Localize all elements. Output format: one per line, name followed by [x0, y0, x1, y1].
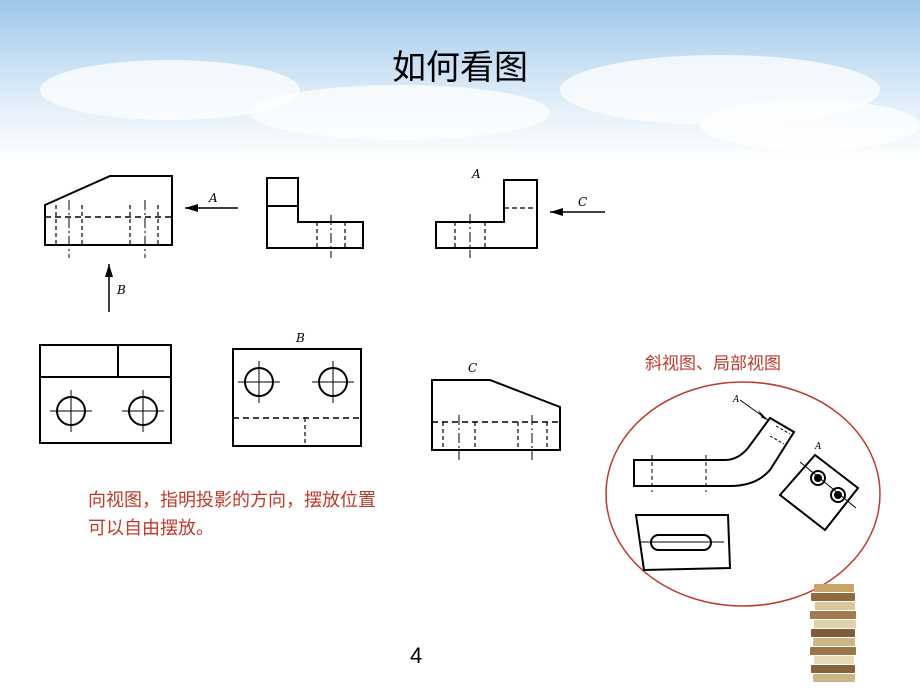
label-a-oblique-view: A [814, 442, 822, 452]
direction-view-note-line1: 向视图，指明投影的方向，摆放位置 [88, 490, 376, 511]
oblique-local-view-note: 斜视图、局部视图 [645, 354, 781, 374]
oblique-view-sketch [633, 399, 860, 572]
label-b-arrow: B [116, 283, 126, 297]
page-number: 4 [410, 643, 423, 668]
right-view [435, 179, 605, 258]
top-view [39, 344, 172, 444]
view-c [431, 379, 561, 460]
label-a-arrow: A [208, 191, 218, 205]
label-a-oblique-arrow: A [732, 395, 740, 405]
slide-title: 如何看图 [392, 48, 528, 88]
view-b [232, 348, 362, 447]
label-a-view: A [471, 167, 481, 181]
label-b-view: B [295, 331, 305, 345]
book-stack-icon [808, 578, 860, 688]
direction-view-note: 向视图，指明投影的方向，摆放位置 可以自由摆放。 [88, 487, 488, 543]
left-view [266, 177, 364, 258]
front-view [44, 175, 238, 312]
highlight-ellipse [605, 381, 881, 607]
label-c-arrow: C [578, 195, 587, 209]
direction-view-note-line2: 可以自由摆放。 [88, 518, 214, 539]
label-c-view: C [468, 361, 477, 375]
sky-background [0, 0, 920, 160]
